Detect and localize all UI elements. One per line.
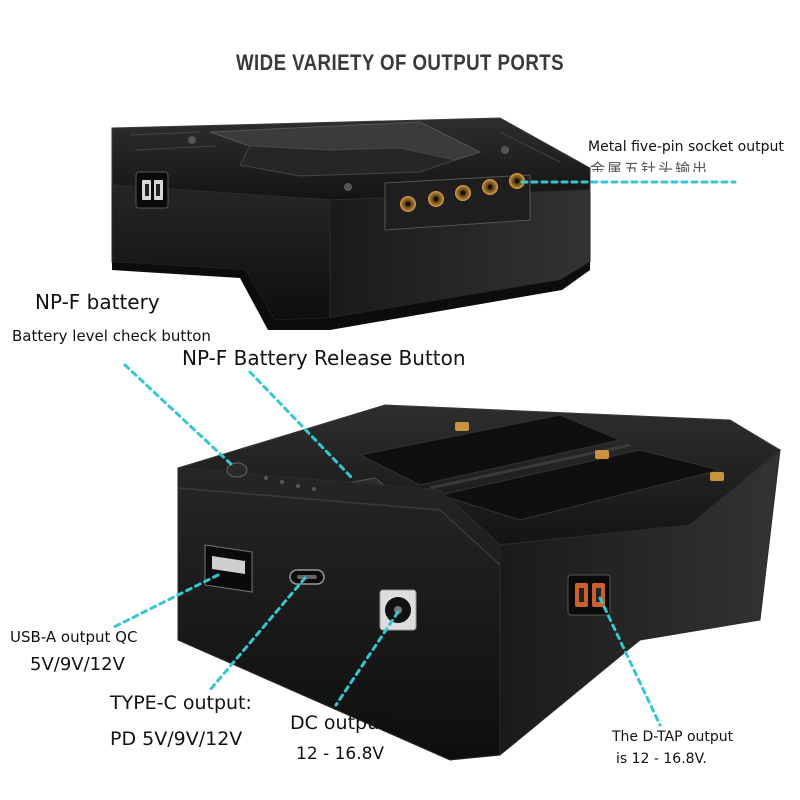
dtap-label-line2: is 12 - 16.8V.	[616, 751, 707, 767]
type-c-label-line1: TYPE-C output:	[110, 692, 252, 714]
type-c-port	[289, 569, 325, 585]
dc-label-line2: 12 - 16.8V	[296, 744, 385, 764]
top-dtap-port	[135, 171, 169, 209]
npf-battery-label: NP-F battery	[35, 290, 160, 314]
level-button-label: Battery level check button	[12, 327, 211, 345]
five-pin-socket	[384, 173, 531, 231]
five-pin-label: Metal five-pin socket output	[588, 139, 784, 155]
usb-a-port	[204, 544, 253, 593]
five-pin-label-cn: 金属五针头输出	[590, 160, 710, 172]
dc-port	[379, 589, 417, 631]
v-mount-plate-device	[111, 117, 591, 330]
npf-battery-base-device	[177, 404, 781, 761]
leader-lines	[110, 180, 737, 727]
type-c-label-line2: PD 5V/9V/12V	[110, 728, 243, 750]
dc-label-line1: DC output:	[290, 712, 394, 734]
usb-a-label-line1: USB-A output QC	[10, 628, 138, 646]
release-button-label: NP-F Battery Release Button	[182, 346, 466, 370]
dtap-label-line1: The D-TAP output	[612, 729, 734, 745]
usb-a-label-line2: 5V/9V/12V	[30, 654, 125, 675]
bottom-dtap-port	[567, 574, 611, 616]
page-title: WIDE VARIETY OF OUTPUT PORTS	[235, 50, 565, 75]
